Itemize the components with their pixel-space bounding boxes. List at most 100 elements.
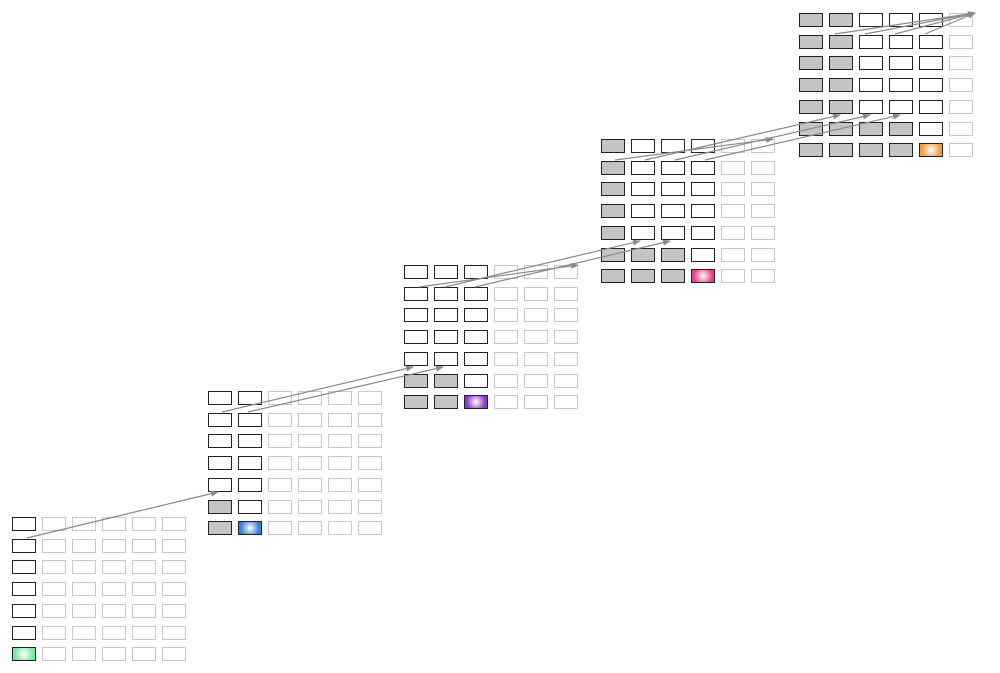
grid-cell bbox=[12, 603, 36, 618]
grid-cell bbox=[132, 625, 156, 640]
grid-cell bbox=[102, 538, 126, 553]
grid-cell bbox=[42, 603, 66, 618]
grid-cell bbox=[102, 517, 126, 531]
grid-cell bbox=[268, 477, 292, 492]
current-cell bbox=[464, 395, 488, 410]
grid-cell bbox=[464, 373, 488, 388]
grid-cell bbox=[102, 560, 126, 575]
grid-cell bbox=[208, 412, 232, 427]
grid-cell bbox=[751, 160, 775, 175]
grid-cell bbox=[102, 603, 126, 618]
grid-cell bbox=[434, 373, 458, 388]
grid-cell bbox=[751, 247, 775, 262]
grid-cell bbox=[949, 143, 973, 158]
grid-cell bbox=[829, 56, 853, 71]
grid-cell bbox=[208, 391, 232, 405]
grid-cell bbox=[691, 204, 715, 219]
current-cell bbox=[919, 143, 943, 158]
grid-cell bbox=[919, 13, 943, 27]
grid-cell bbox=[494, 265, 518, 279]
grid-cell bbox=[829, 121, 853, 136]
grid-cell bbox=[554, 286, 578, 301]
current-cell bbox=[691, 269, 715, 284]
grid-cell bbox=[889, 99, 913, 114]
grid-cell bbox=[661, 269, 685, 284]
grid-cell bbox=[691, 182, 715, 197]
grid-cell bbox=[601, 204, 625, 219]
grid-cell bbox=[42, 625, 66, 640]
grid-cell bbox=[298, 521, 322, 536]
grid-cell bbox=[829, 143, 853, 158]
grid-cell bbox=[404, 373, 428, 388]
grid-cell bbox=[208, 499, 232, 514]
grid-cell bbox=[12, 582, 36, 597]
grid-cell bbox=[799, 34, 823, 49]
grid-cell bbox=[859, 13, 883, 27]
grid-cell bbox=[72, 603, 96, 618]
grid-cell bbox=[434, 308, 458, 323]
grid-cell bbox=[661, 204, 685, 219]
current-cell bbox=[12, 647, 36, 662]
grid-cell bbox=[434, 330, 458, 345]
grid-cell bbox=[691, 225, 715, 240]
grid-cell bbox=[889, 13, 913, 27]
grid-cell bbox=[102, 647, 126, 662]
grid-cell bbox=[72, 625, 96, 640]
grid-cell bbox=[524, 395, 548, 410]
grid-cell bbox=[328, 412, 352, 427]
grid-cell bbox=[298, 391, 322, 405]
grid-cell bbox=[799, 56, 823, 71]
grid-cell bbox=[721, 269, 745, 284]
grid-cell bbox=[208, 434, 232, 449]
grid-cell bbox=[434, 265, 458, 279]
grid-cell bbox=[132, 517, 156, 531]
grid-cell bbox=[889, 34, 913, 49]
grid-cell bbox=[494, 330, 518, 345]
grid-cell bbox=[691, 247, 715, 262]
grid-cell bbox=[661, 139, 685, 153]
grid-cell bbox=[554, 265, 578, 279]
grid-cell bbox=[42, 538, 66, 553]
grid-cell bbox=[751, 182, 775, 197]
grid-cell bbox=[72, 538, 96, 553]
grid-cell bbox=[132, 582, 156, 597]
grid-cell bbox=[162, 603, 186, 618]
grid-cell bbox=[494, 373, 518, 388]
grid-cell bbox=[554, 308, 578, 323]
grid-cell bbox=[751, 204, 775, 219]
grid-cell bbox=[12, 625, 36, 640]
grid-cell bbox=[434, 351, 458, 366]
grid-cell bbox=[631, 269, 655, 284]
grid-cell bbox=[404, 265, 428, 279]
grid-cell bbox=[358, 499, 382, 514]
grid-cell bbox=[919, 99, 943, 114]
grid-cell bbox=[102, 625, 126, 640]
grid-cell bbox=[42, 560, 66, 575]
grid-cell bbox=[42, 582, 66, 597]
grid-cell bbox=[799, 13, 823, 27]
grid-cell bbox=[404, 395, 428, 410]
grid-cell bbox=[721, 225, 745, 240]
grid-cell bbox=[631, 225, 655, 240]
grid-cell bbox=[859, 99, 883, 114]
grid-cell bbox=[268, 521, 292, 536]
grid-cell bbox=[328, 477, 352, 492]
grid-cell bbox=[268, 434, 292, 449]
grid-cell bbox=[949, 13, 973, 27]
grid-cell bbox=[358, 391, 382, 405]
grid-cell bbox=[554, 373, 578, 388]
grid-cell bbox=[494, 286, 518, 301]
grid-cell bbox=[464, 286, 488, 301]
grid-cell bbox=[132, 538, 156, 553]
grid-cell bbox=[298, 434, 322, 449]
grid-cell bbox=[238, 434, 262, 449]
grid-cell bbox=[691, 160, 715, 175]
grid-cell bbox=[268, 391, 292, 405]
grid-cell bbox=[601, 160, 625, 175]
grid-cell bbox=[799, 99, 823, 114]
grid-cell bbox=[631, 160, 655, 175]
grid-cell bbox=[631, 139, 655, 153]
grid-cell bbox=[859, 143, 883, 158]
grid-cell bbox=[524, 265, 548, 279]
